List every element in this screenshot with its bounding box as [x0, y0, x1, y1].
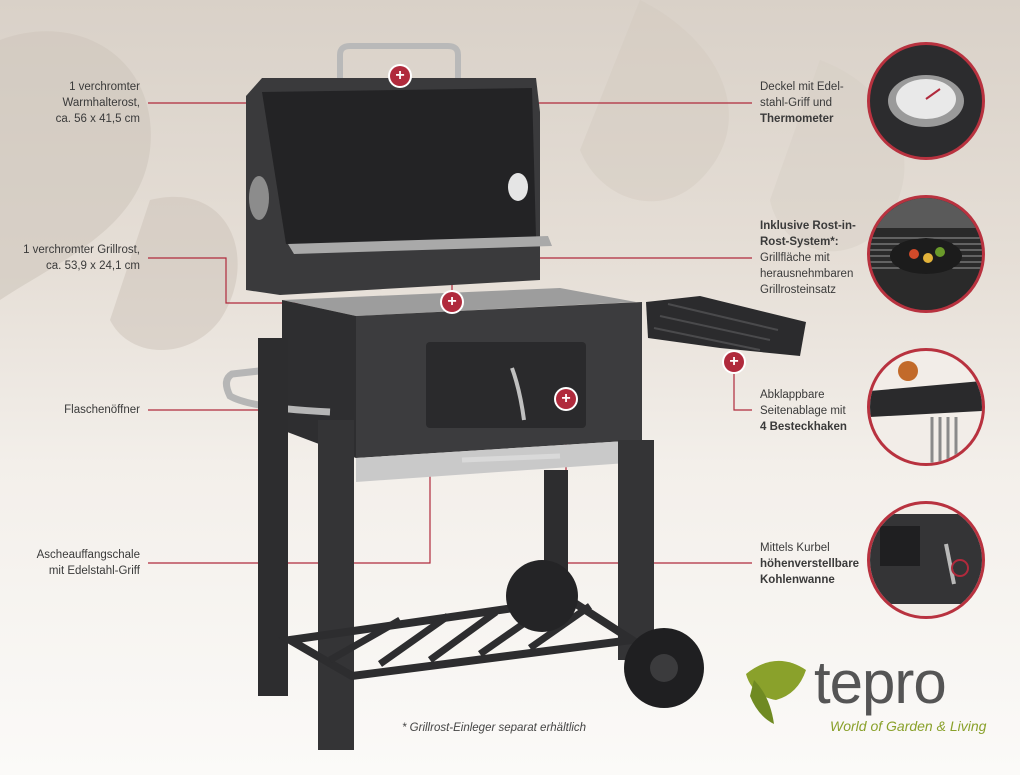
callout-text: Flaschenöffner	[64, 404, 140, 416]
callout-text: mit Edelstahl-Griff	[48, 565, 140, 577]
callout-text: Ascheauffangschale	[36, 549, 140, 561]
side-shelf-detail	[867, 348, 985, 466]
callout-text: Inklusive Rost-in-	[760, 220, 856, 232]
callout-text: Grillfläche mit	[760, 252, 830, 264]
tepro-leaf-logo	[746, 660, 806, 724]
callout-seitenablage: Abklappbare Seitenablage mit 4 Besteckha…	[760, 387, 860, 435]
callout-text: 1 verchromter Grillrost,	[23, 244, 140, 256]
callout-text: Grillrosteinsatz	[760, 284, 837, 296]
callout-text: stahl-Griff und	[760, 97, 833, 109]
callout-text: Warmhalterost,	[62, 97, 140, 109]
plus-marker-crank[interactable]: +	[556, 389, 576, 409]
logo-tagline: World of Garden & Living	[830, 718, 987, 734]
logo-wordmark: tepro	[814, 649, 947, 716]
crank-detail	[867, 501, 985, 619]
callout-text: Kohlenwanne	[760, 574, 835, 586]
callout-warmhalterost: 1 verchromter Warmhalterost, ca. 56 x 41…	[20, 79, 140, 127]
callout-text: 4 Besteckhaken	[760, 421, 847, 433]
footnote: * Grillrost-Einleger separat erhältlich	[402, 722, 587, 734]
callout-ascheschale: Ascheauffangschale mit Edelstahl-Griff	[20, 547, 140, 579]
plus-marker-shelf[interactable]: +	[724, 352, 744, 372]
callout-text: herausnehmbaren	[760, 268, 854, 280]
callout-text: höhenverstellbare	[760, 558, 860, 570]
thermometer-detail	[867, 42, 985, 160]
callout-text: Deckel mit Edel-	[760, 81, 844, 93]
tepro-logo: tepro World of Garden & Living	[740, 648, 1010, 758]
callout-text: Seitenablage mit	[760, 405, 846, 417]
callout-text: Rost-System*:	[760, 236, 839, 248]
callout-text: 1 verchromter	[69, 81, 140, 93]
callout-text: ca. 53,9 x 24,1 cm	[46, 260, 140, 272]
callout-flaschenoeffner: Flaschenöffner	[20, 402, 140, 418]
callout-deckel: Deckel mit Edel- stahl-Griff und Thermom…	[760, 79, 860, 127]
callout-text: Mittels Kurbel	[760, 542, 830, 554]
rost-in-rost-detail	[867, 195, 985, 313]
callout-kurbel: Mittels Kurbel höhenverstellbare Kohlenw…	[760, 540, 865, 588]
callout-text: Abklappbare	[760, 389, 825, 401]
plus-marker-lid[interactable]: +	[390, 66, 410, 86]
callout-grillrost: 1 verchromter Grillrost, ca. 53,9 x 24,1…	[10, 242, 140, 274]
plus-marker-grate[interactable]: +	[442, 292, 462, 312]
callout-rost-system: Inklusive Rost-in- Rost-System*: Grillfl…	[760, 218, 865, 298]
callout-text: Thermometer	[760, 113, 834, 125]
callout-text: ca. 56 x 41,5 cm	[55, 113, 140, 125]
